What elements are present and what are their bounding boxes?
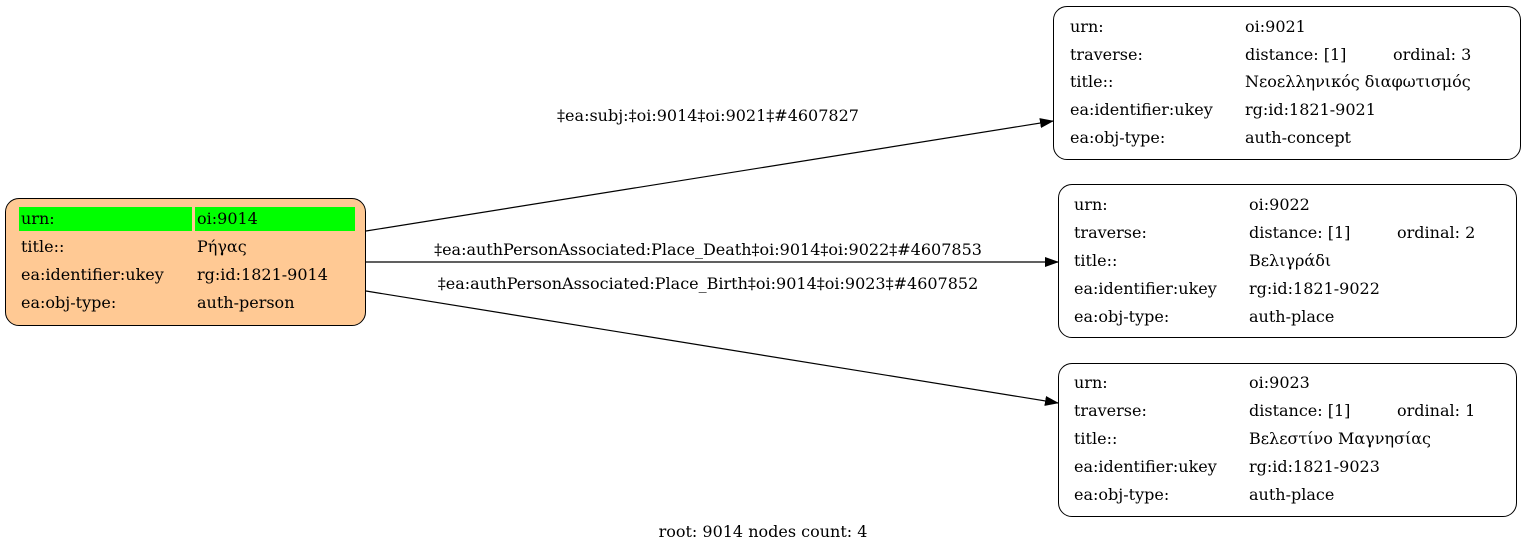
ordinal-value: ordinal: 1 bbox=[1397, 401, 1476, 420]
type-key: ea:obj-type: bbox=[21, 293, 117, 312]
type-value: auth-place bbox=[1249, 485, 1335, 504]
title-value: Βελιγράδι bbox=[1249, 251, 1332, 270]
type-key: ea:obj-type: bbox=[1074, 307, 1170, 326]
title-key: title:: bbox=[21, 237, 65, 256]
node-9023[interactable]: urn: oi:9023 traverse: distance: [1] ordina… bbox=[1058, 363, 1517, 517]
traverse-key: traverse: bbox=[1070, 45, 1143, 64]
urn-value: oi:9014 bbox=[195, 207, 355, 231]
type-key: ea:obj-type: bbox=[1074, 485, 1170, 504]
ukey-key: ea:identifier:ukey bbox=[21, 265, 164, 284]
root-node[interactable]: urn: oi:9014 title:: Ρήγας ea:identifier… bbox=[5, 198, 366, 326]
urn-value: oi:9022 bbox=[1249, 195, 1310, 214]
edge-label-place-death: ‡ea:authPersonAssociated:Place_Death‡oi:… bbox=[434, 240, 982, 259]
ukey-value: rg:id:1821-9021 bbox=[1245, 100, 1376, 119]
traverse-key: traverse: bbox=[1074, 401, 1147, 420]
urn-key: urn: bbox=[1074, 373, 1108, 392]
title-key: title:: bbox=[1074, 251, 1118, 270]
title-value: Βελεστίνο Μαγνησίας bbox=[1249, 429, 1431, 448]
urn-value: oi:9021 bbox=[1245, 17, 1306, 36]
type-value: auth-concept bbox=[1245, 128, 1351, 147]
ukey-key: ea:identifier:ukey bbox=[1074, 279, 1217, 298]
title-key: title:: bbox=[1074, 429, 1118, 448]
edge-place-birth bbox=[365, 290, 1059, 406]
ukey-key: ea:identifier:ukey bbox=[1074, 457, 1217, 476]
urn-key: urn: bbox=[19, 207, 192, 231]
ukey-key: ea:identifier:ukey bbox=[1070, 100, 1213, 119]
title-value: Ρήγας bbox=[197, 237, 247, 256]
node-9022[interactable]: urn: oi:9022 traverse: distance: [1] ordina… bbox=[1058, 184, 1517, 338]
type-value: auth-place bbox=[1249, 307, 1335, 326]
type-value: auth-person bbox=[197, 293, 295, 312]
urn-key: urn: bbox=[1074, 195, 1108, 214]
distance-value: distance: [1] bbox=[1249, 401, 1351, 420]
title-value: Νεοελληνικός διαφωτισμός bbox=[1245, 72, 1471, 91]
ordinal-value: ordinal: 2 bbox=[1397, 223, 1476, 242]
distance-value: distance: [1] bbox=[1249, 223, 1351, 242]
title-key: title:: bbox=[1070, 72, 1114, 91]
graph-footer: root: 9014 nodes count: 4 bbox=[658, 522, 868, 541]
ukey-value: rg:id:1821-9022 bbox=[1249, 279, 1380, 298]
type-key: ea:obj-type: bbox=[1070, 128, 1166, 147]
ordinal-value: ordinal: 3 bbox=[1393, 45, 1472, 64]
ukey-value: rg:id:1821-9014 bbox=[197, 265, 328, 284]
node-9021[interactable]: urn: oi:9021 traverse: distance: [1] ordina… bbox=[1053, 6, 1521, 160]
edge-label-subj: ‡ea:subj:‡oi:9014‡oi:9021‡#4607827 bbox=[557, 106, 859, 125]
urn-value: oi:9023 bbox=[1249, 373, 1310, 392]
traverse-key: traverse: bbox=[1074, 223, 1147, 242]
edge-subj bbox=[365, 118, 1054, 232]
urn-key: urn: bbox=[1070, 17, 1104, 36]
edge-label-place-birth: ‡ea:authPersonAssociated:Place_Birth‡oi:… bbox=[437, 274, 979, 293]
distance-value: distance: [1] bbox=[1245, 45, 1347, 64]
ukey-value: rg:id:1821-9023 bbox=[1249, 457, 1380, 476]
